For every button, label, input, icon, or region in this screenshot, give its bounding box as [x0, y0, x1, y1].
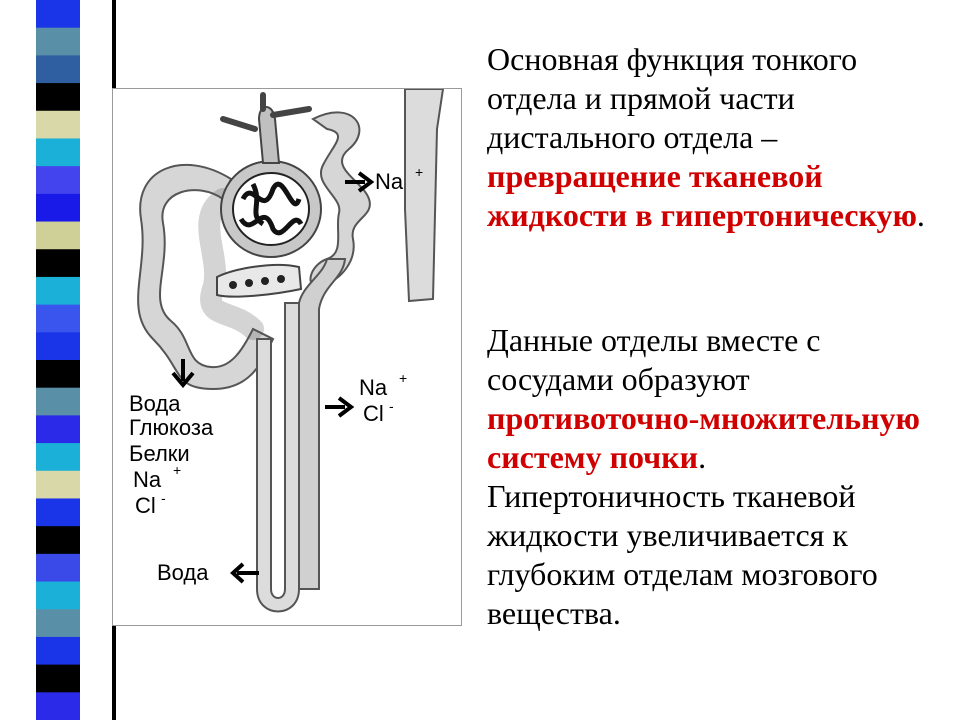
- label-na-top-sup: +: [415, 164, 423, 180]
- p1-end: .: [916, 197, 925, 233]
- stripe-block: [36, 193, 80, 223]
- stripe-block: [36, 166, 80, 195]
- stripe-block: [36, 221, 80, 251]
- label-voda-1: Вода: [129, 391, 181, 416]
- p1-text: Основная функция тонкого отдела и прямой…: [487, 41, 858, 155]
- glomerulus: [232, 172, 310, 246]
- macula-densa: [216, 263, 303, 298]
- paragraph-countercurrent: Данные отделы вместе с сосудами образуют…: [487, 321, 927, 633]
- collecting-vessel: [404, 89, 445, 303]
- p1-highlight: превращение тканевой жидкости в гипертон…: [487, 158, 917, 233]
- capillary-loops: [238, 181, 304, 236]
- p2-highlight: противоточно-множительную систему почки: [487, 400, 920, 475]
- label-cl-left-sup: -: [161, 490, 166, 506]
- label-na-left: Na: [133, 467, 162, 492]
- stripe-block: [36, 304, 80, 334]
- stripe-block: [36, 609, 80, 638]
- afferent-arteriole: [257, 106, 281, 164]
- label-glukoza: Глюкоза: [129, 415, 214, 440]
- stripe-edge: [0, 0, 36, 720]
- stripe-block: [36, 470, 80, 500]
- p2-end: . Гипертоничность тканевой жидкости увел…: [487, 439, 878, 631]
- label-cl-left: Cl: [135, 493, 156, 518]
- stripe-block: [36, 498, 80, 528]
- stripe-block: [36, 0, 80, 29]
- tubule-shade: [198, 188, 264, 340]
- label-cl-mid-sup: -: [389, 398, 394, 414]
- stripe-block: [36, 360, 80, 389]
- label-na-mid-sup: +: [399, 370, 407, 386]
- stripe-block: [36, 581, 80, 611]
- arrow-na-top: [345, 171, 375, 193]
- arrow-down: [171, 359, 195, 389]
- stripe-block: [36, 276, 80, 306]
- stripe-block: [36, 664, 80, 694]
- paragraph-main-function: Основная функция тонкого отдела и прямой…: [487, 40, 927, 235]
- stripe-block: [36, 443, 80, 472]
- stripe-pattern: [0, 0, 80, 721]
- stripe-block: [36, 415, 80, 445]
- label-na-mid: Na: [359, 375, 388, 400]
- stripe-block: [36, 110, 80, 140]
- label-voda-2: Вода: [157, 560, 209, 585]
- label-cl-mid: Cl: [363, 401, 384, 426]
- arteriole-branches: [220, 92, 312, 132]
- nephron-diagram: Na + Na + Cl - Вода Глюкоза Белки Na + C…: [129, 89, 445, 613]
- stripe-block: [36, 138, 80, 168]
- ascending-limb: [298, 258, 347, 590]
- loop-of-henle: [256, 302, 300, 613]
- label-na-left-sup: +: [173, 462, 181, 478]
- label-na-top: Na: [375, 169, 404, 194]
- stripe-block: [36, 27, 80, 57]
- stripe-block: [36, 55, 80, 85]
- stripe-block: [36, 553, 80, 583]
- stripe-block: [36, 83, 80, 112]
- p2-text: Данные отделы вместе с сосудами образуют: [487, 322, 821, 397]
- stripe-block: [36, 332, 80, 361]
- stripe-block: [36, 692, 80, 721]
- stripe-block: [36, 249, 80, 278]
- arrow-voda-left: [230, 562, 259, 584]
- stripe-block: [36, 526, 80, 555]
- nephron-figure: Na + Na + Cl - Вода Глюкоза Белки Na + C…: [112, 88, 462, 626]
- stripe-block: [36, 387, 80, 417]
- stripe-block: [36, 636, 80, 666]
- label-belki: Белки: [129, 441, 190, 466]
- arrow-na-mid: [325, 396, 355, 418]
- decorative-stripe: [0, 0, 112, 721]
